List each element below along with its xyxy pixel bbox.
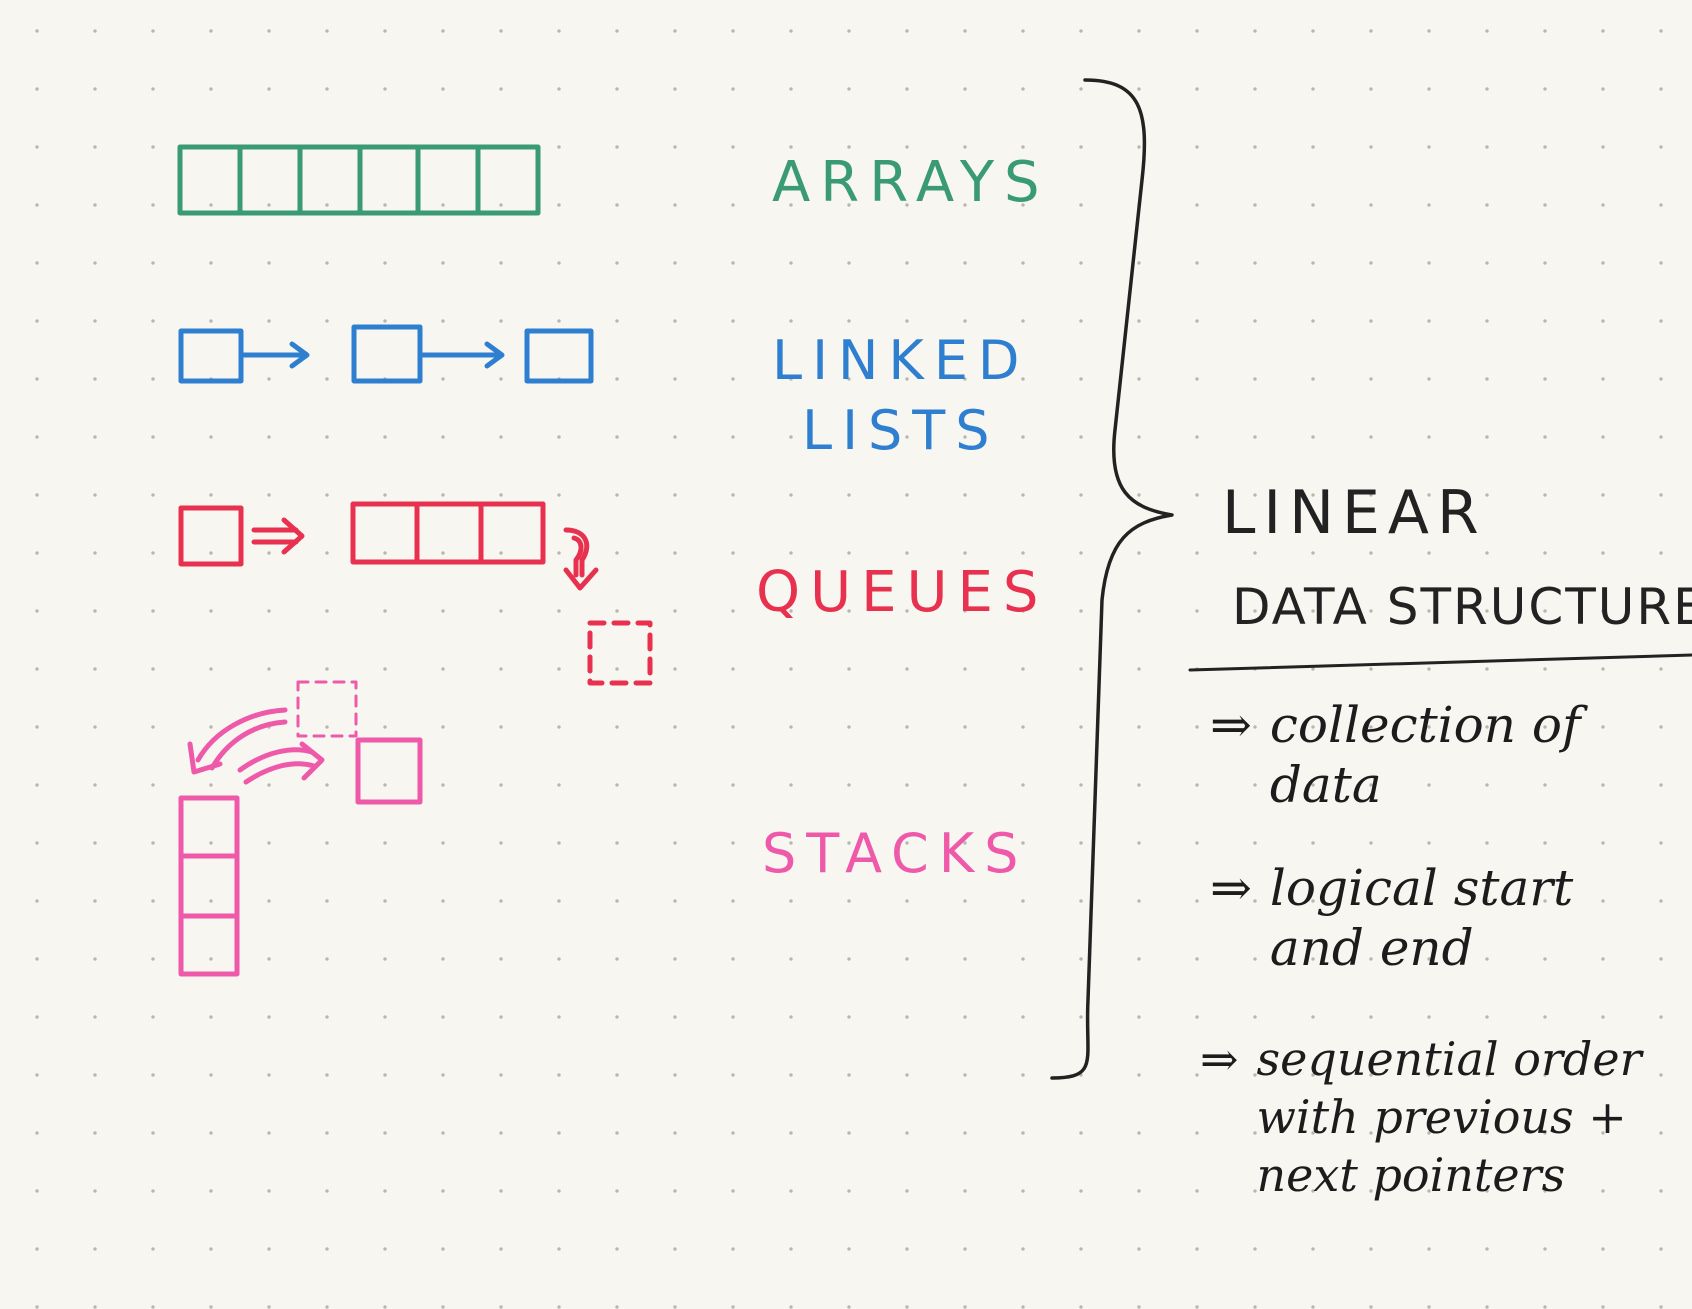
linked-nodes-icon xyxy=(178,324,594,384)
title-underline xyxy=(1188,653,1692,672)
grouping-brace xyxy=(1050,78,1174,1080)
label-queues: QUEUES xyxy=(756,560,1049,625)
group-title-line1: LINEAR xyxy=(1222,478,1487,548)
note-collection: ⇒ collection of data xyxy=(1210,695,1580,815)
note-sequential: ⇒ sequential order with previous + next p… xyxy=(1200,1030,1642,1204)
implies-arrow-icon: ⇒ xyxy=(1210,696,1252,754)
note-start-end: ⇒ logical start and end xyxy=(1210,858,1573,978)
queue-icon xyxy=(178,501,653,686)
implies-arrow-icon: ⇒ xyxy=(1210,859,1252,917)
array-cells-icon xyxy=(177,144,541,216)
note-text: sequential order with previous + next po… xyxy=(1256,1032,1642,1202)
group-title-line2: DATA STRUCTURES xyxy=(1232,578,1692,636)
label-linked-lists: LINKED LISTS xyxy=(772,329,1030,462)
label-stacks: STACKS xyxy=(762,822,1029,885)
note-text: logical start and end xyxy=(1269,859,1574,977)
note-text: collection of data xyxy=(1269,696,1581,814)
stack-icon xyxy=(178,680,423,977)
implies-arrow-icon: ⇒ xyxy=(1200,1032,1239,1086)
label-arrays: ARRAYS xyxy=(772,150,1050,215)
